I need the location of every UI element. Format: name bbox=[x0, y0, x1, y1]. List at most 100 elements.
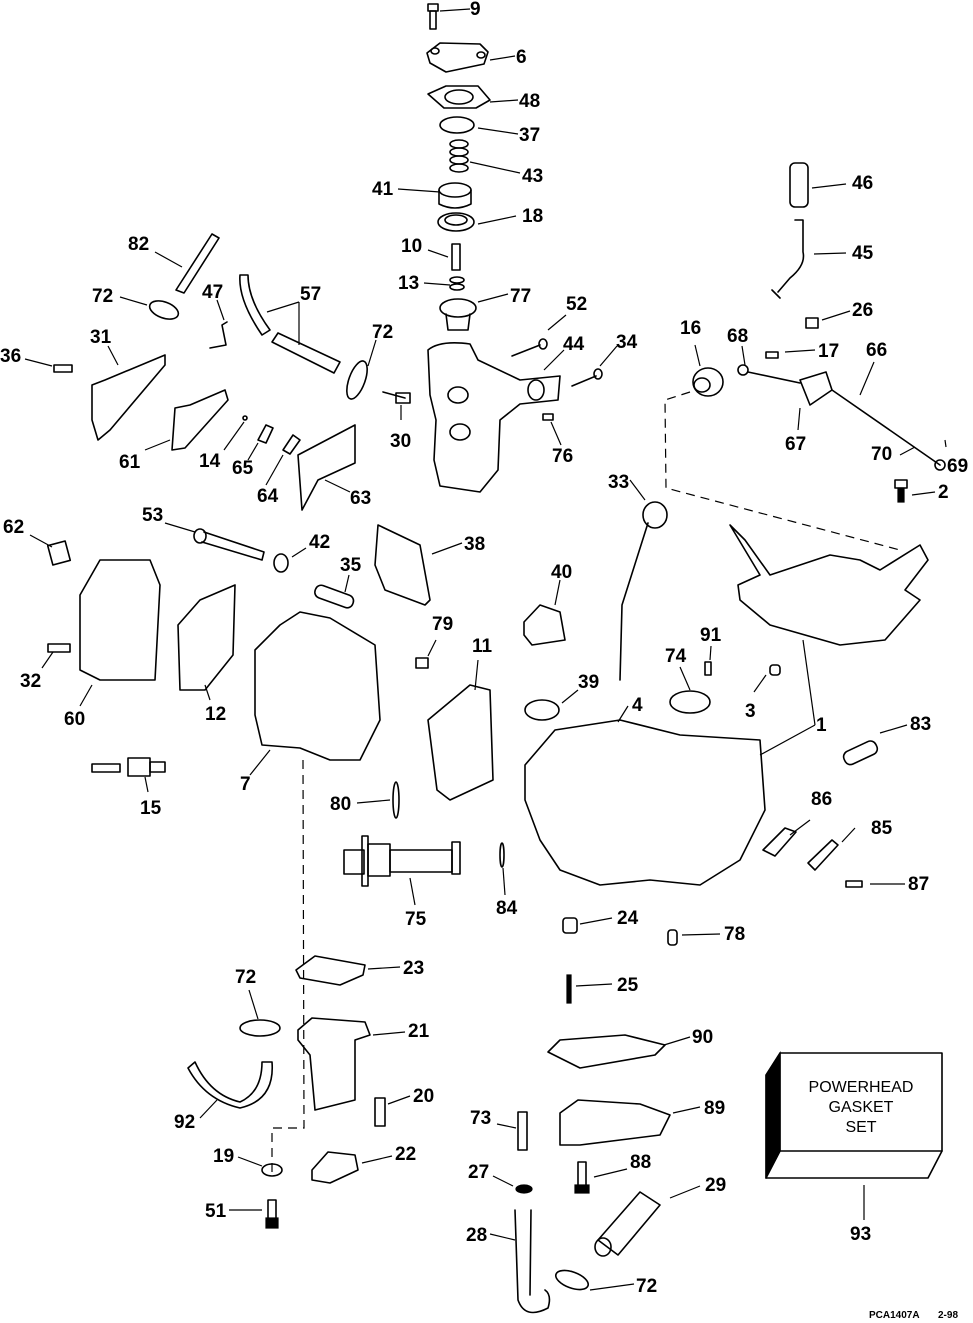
callout-37: 37 bbox=[519, 125, 540, 146]
part-spark-plug-15 bbox=[91, 757, 166, 777]
part-clip-27 bbox=[515, 1184, 533, 1194]
part-clip-47 bbox=[209, 321, 228, 349]
callout-88: 88 bbox=[630, 1152, 651, 1173]
part-knob-16 bbox=[692, 367, 724, 397]
callout-19: 19 bbox=[213, 1146, 234, 1167]
part-pin-78 bbox=[667, 929, 678, 946]
part-spring-13 bbox=[449, 276, 465, 291]
callout-86: 86 bbox=[811, 789, 832, 810]
part-gasket-22 bbox=[311, 1151, 359, 1184]
part-gasket-23 bbox=[295, 955, 366, 986]
callout-12: 12 bbox=[205, 704, 226, 725]
callout-3: 3 bbox=[745, 701, 756, 722]
callout-47: 47 bbox=[202, 282, 223, 303]
part-pin-73 bbox=[517, 1111, 528, 1151]
part-fitting-20 bbox=[374, 1097, 386, 1127]
part-cap-24 bbox=[562, 917, 578, 934]
part-oring-84 bbox=[499, 842, 505, 868]
part-screw-87 bbox=[845, 880, 863, 888]
dashed-line-16-to-1 bbox=[664, 391, 901, 551]
callout-40: 40 bbox=[551, 562, 572, 583]
callout-20: 20 bbox=[413, 1086, 434, 1107]
gasket-set-line-2: GASKET bbox=[829, 1099, 894, 1116]
callout-66: 66 bbox=[866, 340, 887, 361]
leader-lines bbox=[24, 8, 947, 1291]
part-bolt-88 bbox=[574, 1161, 590, 1194]
callout-25: 25 bbox=[617, 975, 639, 996]
part-hose-92 bbox=[187, 1061, 273, 1109]
part-dipstick-33 bbox=[619, 501, 668, 681]
part-pin-91 bbox=[704, 661, 712, 676]
callout-46: 46 bbox=[852, 173, 873, 194]
callout-72b: 72 bbox=[372, 322, 393, 343]
gasket-set-line-3: SET bbox=[845, 1119, 876, 1136]
callout-4: 4 bbox=[632, 695, 643, 716]
callout-44: 44 bbox=[563, 334, 585, 355]
part-washer-42 bbox=[273, 553, 289, 573]
callout-90: 90 bbox=[692, 1027, 713, 1048]
part-oring-37 bbox=[439, 116, 475, 134]
callout-22: 22 bbox=[395, 1144, 416, 1165]
part-gasket-86 bbox=[762, 827, 797, 857]
callout-41: 41 bbox=[372, 179, 394, 200]
part-clamp-72a bbox=[148, 300, 180, 320]
part-oring-80 bbox=[392, 781, 400, 819]
callout-24: 24 bbox=[617, 908, 639, 929]
part-clamp-72d bbox=[554, 1269, 590, 1291]
part-choke-45 bbox=[771, 219, 805, 299]
callout-64: 64 bbox=[257, 486, 279, 507]
part-ring-41 bbox=[438, 182, 472, 209]
part-hose-28 bbox=[514, 1209, 551, 1314]
part-gasket-12 bbox=[177, 584, 236, 691]
part-seal-18 bbox=[437, 212, 475, 232]
callout-27: 27 bbox=[468, 1162, 489, 1183]
gasket-set-box bbox=[765, 1050, 943, 1179]
callout-89: 89 bbox=[704, 1098, 725, 1119]
callout-39: 39 bbox=[578, 672, 599, 693]
callout-67: 67 bbox=[785, 434, 806, 455]
callout-51: 51 bbox=[205, 1201, 227, 1222]
callout-76: 76 bbox=[552, 446, 573, 467]
callout-7: 7 bbox=[240, 774, 251, 795]
callout-72d: 72 bbox=[636, 1276, 657, 1297]
part-bolt-51 bbox=[265, 1199, 279, 1229]
callout-32: 32 bbox=[20, 671, 41, 692]
callout-93: 93 bbox=[850, 1224, 871, 1245]
callout-80: 80 bbox=[330, 794, 351, 815]
part-bolt-34 bbox=[571, 368, 603, 387]
figure-id: PCA1407A bbox=[869, 1310, 920, 1321]
part-filter-29 bbox=[594, 1191, 661, 1257]
part-bracket-31 bbox=[91, 354, 166, 441]
callout-10: 10 bbox=[401, 236, 422, 257]
part-fitting-30 bbox=[382, 391, 411, 404]
part-screw-17 bbox=[765, 351, 779, 359]
part-gasket-48 bbox=[427, 85, 491, 109]
part-oring-39 bbox=[524, 699, 560, 721]
part-cover-85 bbox=[807, 839, 839, 871]
callout-43: 43 bbox=[522, 166, 543, 187]
callout-2: 2 bbox=[938, 482, 949, 503]
part-gasket-61 bbox=[171, 389, 229, 451]
part-plug-3 bbox=[769, 664, 781, 676]
callout-33: 33 bbox=[608, 472, 629, 493]
part-screw-32 bbox=[47, 643, 71, 653]
part-gasket-65 bbox=[257, 424, 274, 444]
callout-92: 92 bbox=[174, 1112, 195, 1133]
part-clamp-72b bbox=[346, 360, 368, 400]
part-plate-38 bbox=[374, 524, 431, 606]
callout-68: 68 bbox=[727, 326, 748, 347]
part-washer-19 bbox=[261, 1163, 283, 1177]
part-housing-21 bbox=[297, 1017, 371, 1111]
callout-79: 79 bbox=[432, 614, 453, 635]
part-linkage-66 bbox=[737, 364, 946, 471]
part-plate-63 bbox=[297, 424, 356, 511]
part-handle-46 bbox=[789, 162, 809, 208]
part-bolt-53 bbox=[193, 528, 265, 561]
callout-48: 48 bbox=[519, 91, 540, 112]
callout-6: 6 bbox=[516, 47, 527, 68]
callout-14: 14 bbox=[199, 451, 221, 472]
part-screw-36 bbox=[53, 364, 73, 373]
part-spring-43 bbox=[449, 139, 469, 173]
part-cover-6 bbox=[426, 42, 489, 73]
callout-74: 74 bbox=[665, 646, 687, 667]
